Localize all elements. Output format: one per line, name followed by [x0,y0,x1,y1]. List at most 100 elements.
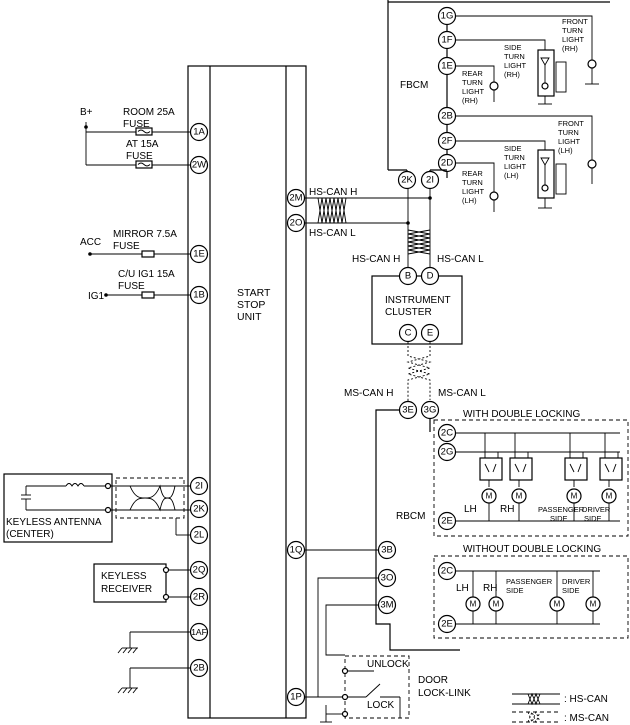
pin-fbcm-1G: 1G [441,11,454,22]
front-turn-lh-1: FRONT [558,119,584,128]
at-fuse-label-b: FUSE [126,151,153,162]
actuator-lh: M [479,433,503,521]
ic-label-1: INSTRUMENT [385,295,451,306]
fbcm-label: FBCM [400,80,428,91]
rh2-label: RH [483,583,497,594]
side-turn-lh-2: TURN [504,153,525,162]
front-turn-lh-3: LIGHT [558,137,581,146]
pin-fbcm-2K: 2K [401,175,413,186]
rbcm-label: RBCM [396,511,425,522]
pin-2G: 2G [441,447,454,458]
mirror-fuse-icon [141,250,155,258]
svg-text:M: M [606,492,613,501]
front-turn-rh-4: (RH) [562,44,578,53]
passenger2-label-2: SIDE [506,586,524,595]
without-dl-label: WITHOUT DOUBLE LOCKING [463,544,601,555]
ig1-label: IG1 [88,291,105,302]
power-supply-section: B+ ROOM 25A FUSE AT 15A FUSE ACC MIRROR … [80,107,190,302]
start-stop-unit: START STOP UNIT [187,65,307,719]
pin-3M: 3M [380,600,393,611]
pin-ic-C: C [405,328,412,339]
acc-label: ACC [80,237,101,248]
hs-can-l-label: HS-CAN L [309,228,356,239]
front-turn-lh-2: TURN [558,128,579,137]
side-turn-lh-1: SIDE [504,144,522,153]
pin-1Q: 1Q [290,545,303,556]
ssu-label-1: START [237,287,271,299]
mirror-fuse-label: MIRROR 7.5A [113,229,177,240]
svg-text:M: M [590,600,597,609]
front-turn-rh-3: LIGHT [562,35,585,44]
pin-2C-b: 2C [441,566,453,577]
actuator-rh: M [509,433,533,521]
pin-2R: 2R [193,592,205,603]
cu-fuse-icon [141,291,155,299]
rbcm: RBCM 3B 3O 3M [305,409,460,697]
pin-2L: 2L [194,530,205,541]
pin-1E: 1E [193,249,205,260]
pin-2M: 2M [289,193,302,204]
door-label-2: LOCK-LINK [418,688,471,699]
svg-text:M: M [554,600,561,609]
front-turn-lh-4: (LH) [558,146,573,155]
pin-1AF: 1AF [191,627,207,637]
ms-can-l-label: MS-CAN L [438,388,486,399]
ms-can-wiring: MS-CAN H MS-CAN L 3E 3G [344,342,486,420]
lh-label: LH [464,504,477,515]
driver-label-1: DRIVER [582,505,611,514]
rear-turn-rh-1: REAR [462,69,483,78]
side-turn-lh-3: LIGHT [504,162,527,171]
driver2-label-1: DRIVER [562,577,591,586]
pin-3B: 3B [381,545,393,556]
side-turn-lh-4: (LH) [504,171,519,180]
rear-turn-lh-2: TURN [462,178,483,187]
keyless-antenna: KEYLESS ANTENNA (CENTER) [3,473,190,543]
cu-fuse-label: C/U IG1 15A [118,269,175,280]
pin-ic-D: D [427,271,434,282]
ic-label-2: CLUSTER [385,307,432,318]
ssu-label-3: UNIT [237,311,262,323]
ssu-right-pins: 2M 2O 1Q 1P [286,188,306,707]
room-fuse-label: ROOM 25A [123,107,175,118]
ms-can-h-label: MS-CAN H [344,388,393,399]
without-double-locking: WITHOUT DOUBLE LOCKING 2C 2E M M M M LH … [433,544,629,639]
driver-label-2: SIDE [584,514,602,523]
ssu-label-2: STOP [237,299,265,311]
side-turn-rh-4: (RH) [504,70,520,79]
ssu-left-pins: 1A 2W 1E 1B 2I 2K 2L 2Q 2R 1AF 2B [189,122,209,678]
pin-2I: 2I [195,481,203,492]
pin-2B: 2B [193,663,205,674]
ic-hs-can-h-label: HS-CAN H [352,254,400,265]
front-turn-rh-1: FRONT [562,17,588,26]
with-double-locking: WITH DOUBLE LOCKING 2C 2G 2E M M M M LH [433,409,629,537]
pin-2E-b: 2E [441,619,453,630]
rear-turn-lh-4: (LH) [462,196,477,205]
pin-1A: 1A [193,127,205,138]
keyless-receiver-label-1: KEYLESS [101,571,147,582]
lh2-label: LH [456,583,469,594]
side-turn-rh-1: SIDE [504,43,522,52]
pin-fbcm-1F: 1F [441,35,452,46]
passenger2-label-1: PASSENGER [506,577,553,586]
front-turn-rh-2: TURN [562,26,583,35]
rear-turn-rh-2: TURN [462,78,483,87]
ic-hs-can-l-label: HS-CAN L [437,254,484,265]
pin-3O: 3O [381,573,394,584]
pin-1B: 1B [193,290,205,301]
rear-turn-rh-3: LIGHT [462,87,485,96]
pin-2Q: 2Q [193,565,206,576]
fbcm: FBCM 1G 1F 1E 2B 2F 2D 2K 2I FRONT TURN … [387,0,610,212]
keyless-receiver-label-2: RECEIVER [101,584,152,595]
pin-fbcm-2B: 2B [441,111,453,122]
legend-ms-can: : MS-CAN [564,713,609,724]
pin-ic-E: E [427,328,433,339]
driver2-label-2: SIDE [562,586,580,595]
pin-fbcm-2F: 2F [441,136,452,147]
instrument-cluster: B D C E INSTRUMENT CLUSTER [371,262,463,345]
rear-turn-rh-4: (RH) [462,96,478,105]
pin-fbcm-1E: 1E [441,61,453,72]
rh-label: RH [500,504,514,515]
pin-2E: 2E [441,516,453,527]
rear-turn-lh-1: REAR [462,169,483,178]
cu-fuse-label-b: FUSE [118,281,145,292]
